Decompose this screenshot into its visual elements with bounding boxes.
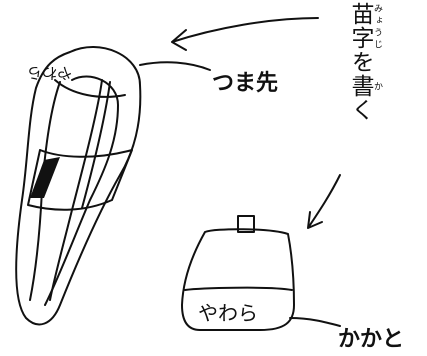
title-part2: を	[347, 50, 373, 74]
heel-label: かかと	[338, 327, 404, 352]
shoe-top-view-outline	[15, 46, 142, 326]
leader-toe	[139, 61, 211, 71]
arrow-to-heel	[307, 174, 341, 229]
heel-cup-outline	[181, 228, 295, 331]
shoe-inner-outline	[44, 75, 119, 306]
title-instruction: 苗字みょうじを書かく	[322, 2, 382, 162]
shoe-name-toe: やわら	[27, 64, 72, 82]
shoe-toe-cap	[54, 79, 126, 98]
leader-heel	[289, 317, 341, 327]
shoe-name-heel: やわら	[198, 301, 258, 325]
title-part1: 苗字	[347, 2, 373, 50]
title-ruby3: か	[372, 74, 382, 98]
strap-stripe	[30, 157, 60, 198]
shoe-strap	[27, 149, 133, 211]
title-part4: く	[347, 98, 373, 122]
title-ruby1: みょうじ	[372, 2, 382, 50]
heel-pull-tab	[237, 215, 255, 233]
arrow-to-title	[171, 17, 319, 51]
toe-label: つま先	[212, 71, 278, 96]
title-part3: 書	[347, 74, 373, 98]
